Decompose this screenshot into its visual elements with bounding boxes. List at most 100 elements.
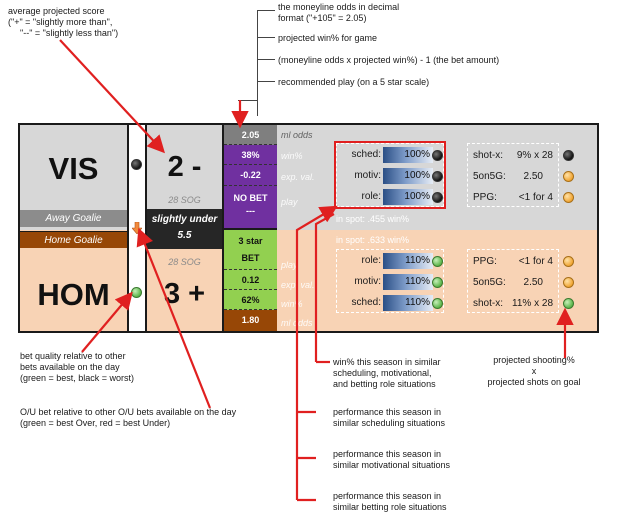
situation-bar: 100% [383,189,433,205]
away-role-dot [432,192,443,203]
home-situation-box [336,249,444,313]
home-shotx: shot-x: 11% x 28 [473,298,553,309]
connector-tick [257,37,275,38]
situation-value: 110% [405,276,430,287]
note-line: similar scheduling situations [333,418,446,428]
home-exp-val: 0.12 [224,270,277,290]
ou-bet-note: O/U bet relative to other O/U bets avail… [20,407,236,429]
note-line: (green = best Over, red = best Under) [20,418,171,428]
home-stats-box [467,249,559,313]
home-ppg: PPG:<1 for 4 [473,256,553,267]
perf-sched-note: performance this season in similar sched… [333,407,445,429]
away-score: 2 - [167,151,202,183]
note-line: O/U bet relative to other O/U bets avail… [20,407,237,417]
away-bet-quality-dot [131,159,142,170]
highlight-box [334,141,446,209]
situation-value: 110% [405,255,430,266]
home-sched-dot [432,298,443,309]
play-note: recommended play (on a 5 star scale) [278,77,430,87]
away-sched-row: sched:100% [348,146,433,164]
label-win: win% [281,299,303,309]
connector-tick [257,59,275,60]
home-goalie: Home Goalie [20,231,127,248]
note-line: ("+" = "slightly more than", [8,17,113,27]
connector-tick [257,81,275,82]
winpct-note: projected win% for game [278,33,378,43]
stat-value: <1 for 4 [518,192,553,203]
situation-bar: 100% [383,147,433,163]
label-win: win% [281,151,303,161]
note-line: similar motivational situations [333,460,451,470]
away-sog: 28 SOG [168,195,201,205]
label-play: play [281,197,298,207]
avg-score-note: average projected score ("+" = "slightly… [8,6,118,39]
note-line: scheduling, motivational, [333,368,432,378]
home-role-row: role: 110% [348,252,433,270]
away-stats-box [467,143,559,207]
away-motiv-dot [432,171,443,182]
stat-key: shot-x: [473,298,504,309]
home-motiv-row: motiv: 110% [348,273,433,291]
home-sched-row: sched: 110% [348,294,433,312]
note-line: average projected score [8,6,105,16]
connector-line [257,10,258,116]
away-goalie: Away Goalie [20,210,127,227]
note-line: similar betting role situations [333,502,447,512]
away-ml-odds: 2.05 [224,125,277,145]
ou-box: slightly under 5.5 [147,209,222,249]
label-ml-odds: ml odds [281,130,313,140]
away-shotx-dot [563,150,574,161]
home-team-name: HOM [37,277,110,312]
away-play-label: NO BET [233,193,268,203]
perf-motiv-note: performance this season in similar motiv… [333,449,450,471]
situation-key: motiv: [354,170,381,181]
away-5on5g-dot [563,171,574,182]
away-5on5g: 5on5G: 2.50 [473,171,553,182]
ou-line2: 5.5 [177,230,192,241]
home-role-dot [432,256,443,267]
situation-value: 110% [405,297,430,308]
shooting-note: projected shooting% x projected shots on… [486,355,582,388]
score-column: 2 - 28 SOG slightly under 5.5 28 SOG 3 + [147,125,222,331]
situation-key: sched: [351,297,381,308]
note-line: and betting role situations [333,379,436,389]
away-role-row: role:100% [348,188,433,206]
home-score: 3 + [163,278,206,310]
stat-value: <1 for 4 [518,256,553,267]
arrow-bet-quality [81,291,133,353]
note-line: bets available on the day [20,362,120,372]
note-line: performance this season in [333,491,442,501]
stat-value: 2.50 [523,171,543,182]
away-play-sub: --- [246,206,255,216]
situation-key: sched: [351,149,381,160]
situation-key: role: [361,191,381,202]
away-exp-val: -0.22 [224,165,277,186]
home-sog: 28 SOG [168,257,201,267]
away-situation-box [336,143,444,207]
note-line: x [531,366,537,376]
situation-bar: 110% [383,295,433,311]
moneyline-column: 2.05 38% -0.22 NO BET --- 3 star BET 0.1… [222,125,277,331]
stat-key: PPG: [473,192,497,203]
note-line: format ("+105" = 2.05) [278,13,367,23]
situation-key: role: [361,255,381,266]
arrow-avg-score [59,39,165,154]
situation-bar: 100% [383,168,433,184]
situation-key: motiv: [354,276,381,287]
home-ml-odds: 1.80 [224,310,277,331]
note-line: performance this season in [333,449,442,459]
win-season-note: win% this season in similar scheduling, … [333,357,441,390]
home-win-pct: 62% [224,290,277,310]
stat-key: 5on5G: [473,277,506,288]
away-motiv-row: motiv:100% [348,167,433,185]
note-line: (green = best, black = worst) [20,373,135,383]
away-team-name: VIS [48,151,99,186]
home-play-sub: BET [241,253,260,263]
note-line: bet quality relative to other [20,351,126,361]
stat-value: 2.50 [523,277,543,288]
stat-value: 11% x 28 [512,298,553,309]
home-5on5g-dot [563,277,574,288]
stat-key: 5on5G: [473,171,506,182]
away-ppg-dot [563,192,574,203]
